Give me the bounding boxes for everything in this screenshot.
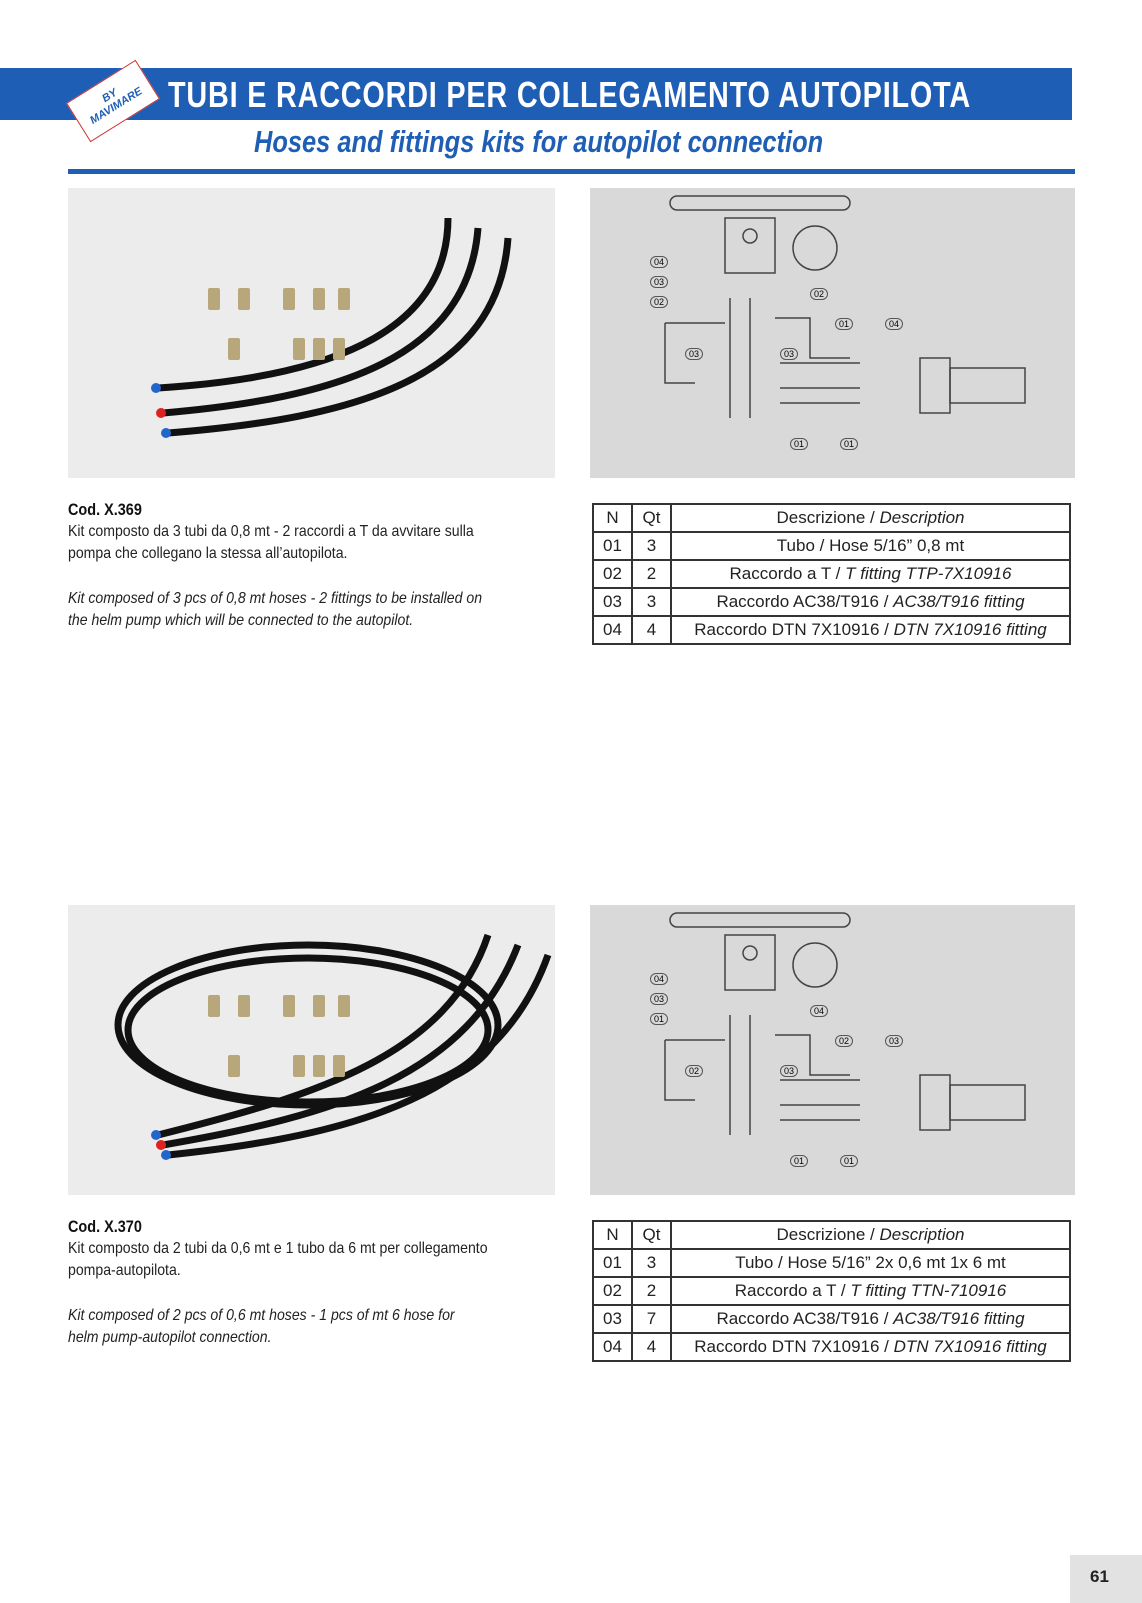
diagram-callout: 02: [685, 1065, 704, 1077]
divider: [68, 169, 1075, 174]
description-it: Kit composto da 3 tubi da 0,8 mt - 2 rac…: [68, 523, 474, 562]
hoses-photo-illustration: [114, 933, 552, 1160]
header-band: [0, 68, 1072, 120]
diagram-callout: 03: [780, 348, 799, 360]
diagram-callout: 03: [685, 348, 704, 360]
diagram-callout: 01: [840, 1155, 859, 1167]
diagram-callout: 04: [650, 256, 669, 268]
hoses-photo-illustration: [151, 217, 512, 438]
product-photo: [68, 188, 555, 478]
page-title: TUBI E RACCORDI PER COLLEGAMENTO AUTOPIL…: [168, 74, 971, 115]
page-subtitle: Hoses and fittings kits for autopilot co…: [254, 124, 824, 159]
diagram-callout: 02: [835, 1035, 854, 1047]
diagram-callout: 03: [885, 1035, 904, 1047]
diagram-callout: 03: [780, 1065, 799, 1077]
product-code: Cod. X.370: [68, 1217, 142, 1236]
diagram-callout: 04: [650, 973, 669, 985]
diagram-callout: 01: [790, 1155, 809, 1167]
description-en: Kit composed of 3 pcs of 0,8 mt hoses - …: [68, 590, 483, 629]
product-photo: [68, 905, 555, 1195]
page-number: 61: [1070, 1555, 1142, 1603]
diagram-callout: 04: [885, 318, 904, 330]
diagram-callout: 01: [840, 438, 859, 450]
diagram-callout: 04: [810, 1005, 829, 1017]
diagram-callout: 02: [810, 288, 829, 300]
description-it: Kit composto da 2 tubi da 0,6 mt e 1 tub…: [68, 1240, 488, 1279]
diagram-callout: 03: [650, 276, 669, 288]
diagram-callout: 01: [835, 318, 854, 330]
diagram-callout: 03: [650, 993, 669, 1005]
autopilot-schematic: [664, 195, 1026, 418]
diagram-callout: 02: [650, 296, 669, 308]
product-code: Cod. X.369: [68, 500, 142, 519]
diagram-callout: 01: [650, 1013, 669, 1025]
schematic-diagram: 04 03 01 04 02 03 02 03 01 01: [590, 905, 1075, 1195]
diagram-callout: 01: [790, 438, 809, 450]
autopilot-schematic: [664, 912, 1026, 1135]
schematic-diagram: 04 03 02 02 01 04 03 03 01 01: [590, 188, 1075, 478]
description-en: Kit composed of 2 pcs of 0,6 mt hoses - …: [68, 1307, 455, 1346]
